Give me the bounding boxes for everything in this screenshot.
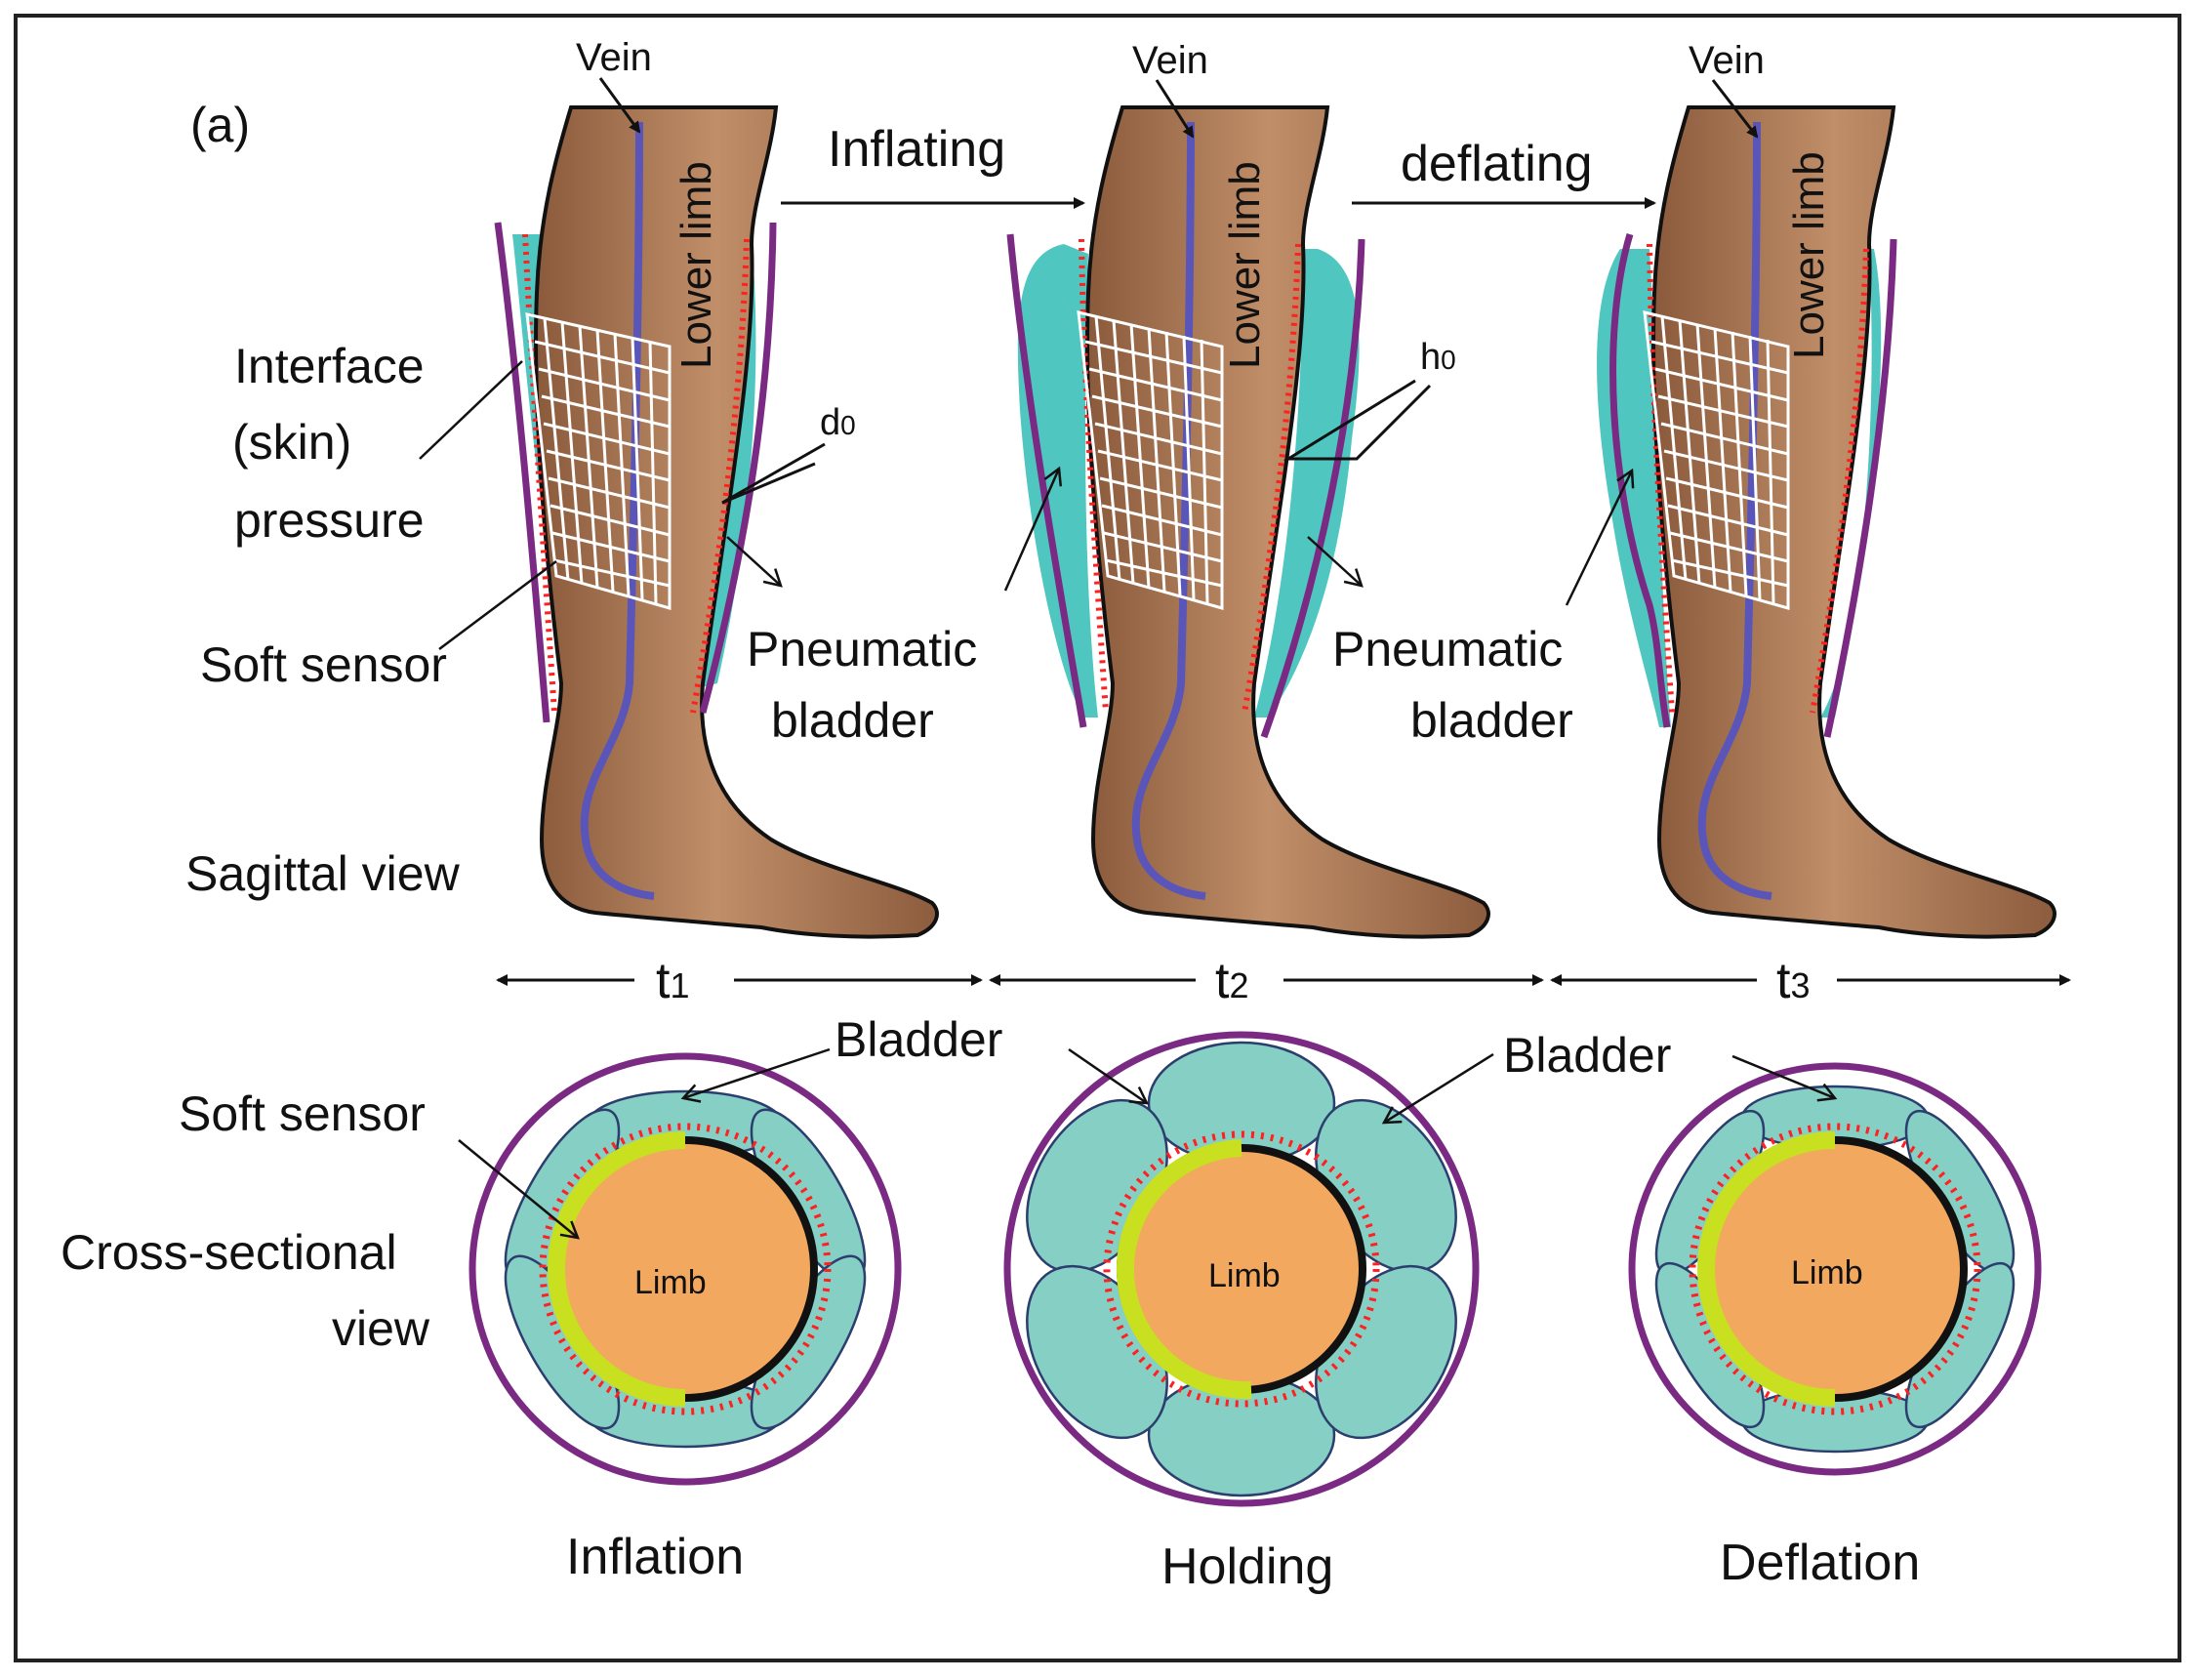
soft-sensor-label: Soft sensor bbox=[200, 637, 447, 692]
lower-limb-label-2: Lower limb bbox=[1221, 161, 1269, 369]
vein-2 bbox=[1131, 121, 1206, 900]
soft-sensor-grid-1 bbox=[525, 312, 672, 610]
vein-1 bbox=[580, 121, 655, 900]
sleeve-left-2 bbox=[1006, 233, 1087, 728]
deflating-label: deflating bbox=[1401, 136, 1593, 192]
sleeve-right-1 bbox=[699, 222, 777, 714]
interface-label-line3: pressure bbox=[234, 493, 425, 548]
t3-label: t3 bbox=[1776, 953, 1810, 1009]
sleeve-right-3 bbox=[1823, 238, 1897, 738]
limb-label-3: Limb bbox=[1791, 1254, 1863, 1291]
sensor-dots-left-3 bbox=[1647, 243, 1675, 714]
sagittal-view-label: Sagittal view bbox=[185, 846, 461, 901]
pneumatic-label-1-line1: Pneumatic bbox=[747, 622, 977, 676]
vein-pointers bbox=[598, 77, 1759, 139]
limb-label-1: Limb bbox=[634, 1264, 707, 1301]
t1-label: t1 bbox=[656, 953, 689, 1009]
sensor-dots-right-1 bbox=[690, 238, 750, 714]
bladder-label-2: Bladder bbox=[1503, 1028, 1671, 1083]
inflating-label: Inflating bbox=[828, 121, 1005, 178]
sleeve-left-1 bbox=[494, 222, 550, 723]
vein-3 bbox=[1697, 121, 1772, 900]
d0-pointer bbox=[721, 442, 826, 505]
t2-label: t2 bbox=[1215, 953, 1248, 1009]
d0-label: d0 bbox=[820, 402, 856, 443]
sleeve-left-3 bbox=[1609, 232, 1671, 728]
bladder-right-2 bbox=[1254, 249, 1360, 717]
phase-label-deflation: Deflation bbox=[1720, 1535, 1920, 1591]
sagittal-pointers bbox=[419, 360, 1635, 650]
lower-limb-label-1: Lower limb bbox=[672, 161, 720, 369]
leg-3 bbox=[1651, 105, 2056, 939]
bladder-label-1: Bladder bbox=[835, 1012, 1002, 1067]
limb-label-2: Limb bbox=[1208, 1257, 1281, 1294]
cross-section-3 bbox=[1628, 1062, 2042, 1476]
interface-label-line2: (skin) bbox=[232, 415, 351, 470]
sleeve-right-2 bbox=[1260, 238, 1365, 739]
pneumatic-label-2-line2: bladder bbox=[1410, 693, 1573, 748]
pneumatic-label-2-line1: Pneumatic bbox=[1332, 622, 1563, 676]
vein-label-2: Vein bbox=[1132, 39, 1208, 82]
leg-1-group bbox=[494, 105, 939, 939]
cross-sectional-label-line2: view bbox=[332, 1301, 430, 1356]
cross-sectional-label-line1: Cross-sectional bbox=[61, 1225, 397, 1280]
cross-soft-sensor-label: Soft sensor bbox=[179, 1086, 426, 1141]
vein-label-1: Vein bbox=[576, 36, 652, 79]
leg-3-group bbox=[1597, 105, 2056, 939]
cross-section-2 bbox=[1003, 1031, 1480, 1507]
soft-sensor-grid-3 bbox=[1643, 310, 1790, 610]
sensor-dots-left-1 bbox=[522, 233, 557, 714]
cross-section-1 bbox=[468, 1052, 902, 1486]
pneumatic-label-1-line2: bladder bbox=[771, 693, 934, 748]
soft-sensor-grid-2 bbox=[1077, 310, 1224, 610]
h0-label: h0 bbox=[1420, 337, 1456, 378]
leg-2 bbox=[1085, 105, 1490, 939]
phase-label-inflation: Inflation bbox=[566, 1529, 744, 1585]
phase-label-holding: Holding bbox=[1161, 1538, 1333, 1595]
interface-label-line1: Interface bbox=[234, 339, 425, 393]
cross-pointers bbox=[458, 1047, 1838, 1240]
lower-limb-label-3: Lower limb bbox=[1785, 151, 1833, 359]
panel-label: (a) bbox=[190, 98, 250, 152]
h0-pointer bbox=[1283, 379, 1432, 461]
vein-label-3: Vein bbox=[1689, 39, 1765, 82]
